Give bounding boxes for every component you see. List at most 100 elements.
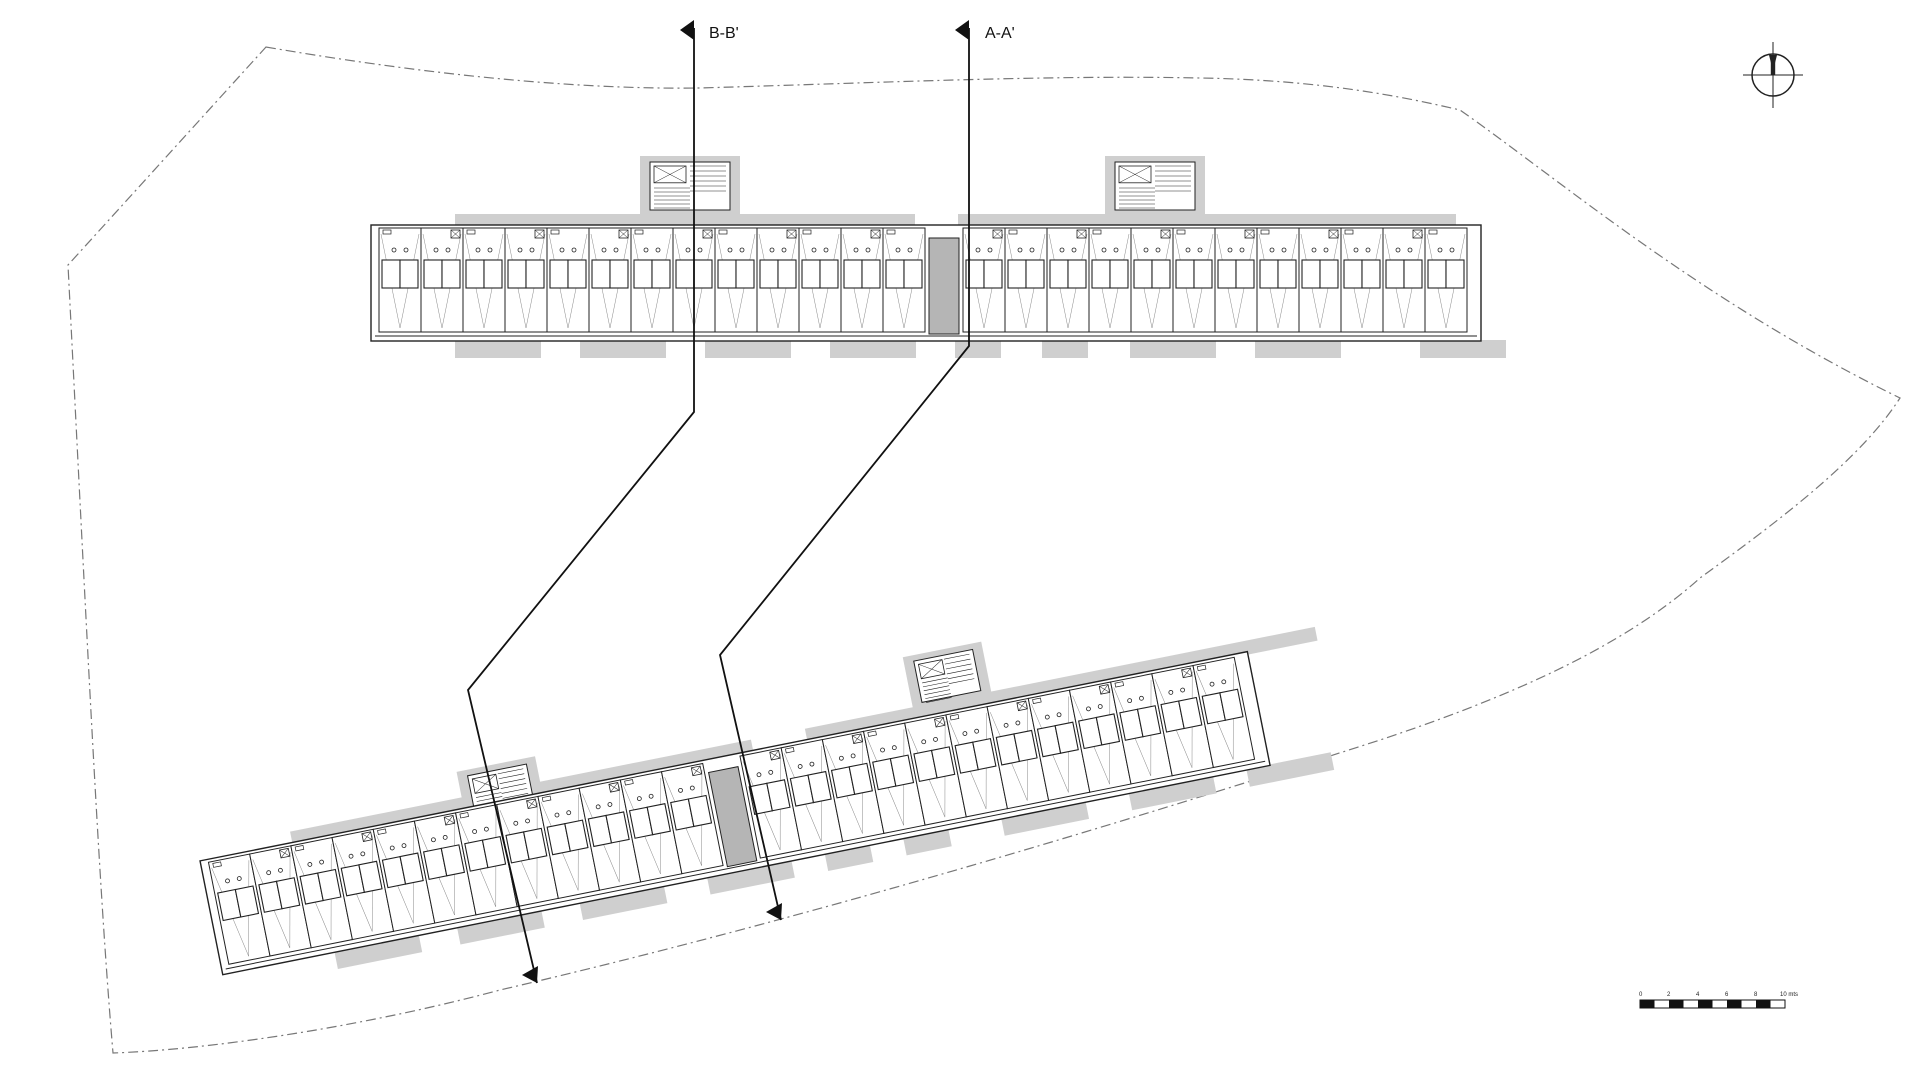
bed-right <box>525 259 545 289</box>
vent-fixture <box>634 229 644 235</box>
fixture-dot <box>1097 704 1103 709</box>
bed-right <box>1109 259 1129 289</box>
bed-right <box>1136 705 1162 738</box>
fixture-dot <box>431 837 436 843</box>
fixture-dot <box>1185 247 1191 253</box>
fixture-dot <box>1086 706 1091 712</box>
fixture-dot <box>559 247 565 253</box>
vent-fixture <box>1114 681 1124 688</box>
apartment-unit <box>1382 227 1426 333</box>
fixture-dot <box>655 247 661 253</box>
bed-left <box>423 259 443 289</box>
stair-step <box>500 783 527 789</box>
fixture-dot <box>1209 681 1215 687</box>
bed-right <box>1235 259 1255 289</box>
fixture-dot <box>225 878 230 884</box>
vent-fixture <box>382 229 392 235</box>
stair-step <box>497 768 524 775</box>
vent-fixture <box>459 812 469 819</box>
fixture-dot <box>727 247 733 253</box>
utility-box-cross <box>363 831 371 842</box>
fixture-dot <box>1353 247 1359 253</box>
fixture-dot <box>891 745 897 751</box>
stair-core <box>1105 156 1205 216</box>
apartment-unit <box>249 845 312 957</box>
corridor-edge <box>225 760 1266 970</box>
fixture-dot <box>1180 687 1186 693</box>
elevator-cross <box>921 659 943 679</box>
stair-step <box>945 663 972 670</box>
fixture-dot <box>1056 712 1062 718</box>
stair-step <box>947 673 974 680</box>
elevator-cross <box>653 165 687 184</box>
vent-fixture <box>785 747 795 754</box>
bed-left <box>1385 259 1405 289</box>
apartment-unit <box>578 779 642 891</box>
apartment-unit <box>1088 227 1132 333</box>
fixture-dot <box>442 834 448 840</box>
vent-fixture <box>1260 229 1270 235</box>
fixture-dot <box>278 867 283 873</box>
elevator-cross <box>1118 165 1152 184</box>
balcony-shade-bottom <box>1420 340 1506 358</box>
fixture-dot <box>880 747 885 753</box>
fixture-dot <box>895 247 901 253</box>
stair-step <box>925 693 951 699</box>
balcony-shade-bottom <box>579 885 668 920</box>
fixture-dot <box>850 753 856 759</box>
apartment-unit <box>1004 227 1048 333</box>
bed-right <box>1445 259 1465 289</box>
apartment-unit <box>798 227 842 333</box>
apartment-unit <box>413 812 477 924</box>
vent-fixture <box>377 828 387 835</box>
balcony-shade-bottom <box>705 340 791 358</box>
balcony-shade-bottom <box>955 340 1001 358</box>
apartment-unit <box>630 227 674 333</box>
fixture-dot <box>1029 247 1035 253</box>
bed-left <box>717 259 737 289</box>
section-line-a <box>719 20 970 921</box>
fixture-dot <box>1437 247 1443 253</box>
bed-left <box>549 259 569 289</box>
bed-right <box>651 259 671 289</box>
fixture-dot <box>1143 247 1149 253</box>
stair-step <box>499 778 526 784</box>
bed-right <box>807 770 832 804</box>
bed-left <box>1427 259 1447 289</box>
fixture-dot <box>987 247 993 253</box>
fixture-dot <box>307 862 313 867</box>
bed-right <box>567 259 587 289</box>
utility-box-cross <box>786 229 797 239</box>
apartment-unit <box>537 787 601 899</box>
site-boundary <box>67 46 1901 1054</box>
fixture-dot <box>962 731 968 736</box>
stair-step <box>501 788 528 794</box>
fixture-dot <box>1059 247 1065 253</box>
fixture-dot <box>1311 247 1317 253</box>
fixture-dot <box>809 761 815 767</box>
vent-fixture <box>1008 229 1018 235</box>
bed-left <box>1217 259 1237 289</box>
bed-right <box>1025 259 1045 289</box>
bed-left <box>1175 259 1195 289</box>
stair-step <box>926 697 952 703</box>
fixture-dot <box>756 772 762 778</box>
apartment-unit <box>904 714 967 826</box>
section-label-bb: B-B' <box>709 25 739 42</box>
bed-right <box>1095 713 1121 746</box>
balcony-shade-bottom <box>830 340 916 358</box>
bed-right <box>399 852 424 885</box>
scale-tick-6: 6 <box>1725 992 1729 998</box>
stair-step <box>502 792 529 799</box>
fixture-dot <box>1323 247 1329 253</box>
fixture-dot <box>403 247 409 253</box>
vent-fixture <box>294 844 305 852</box>
fixture-dot <box>636 796 642 801</box>
balcony-shade-bottom <box>1255 340 1341 358</box>
apartment-unit <box>756 227 800 333</box>
vent-fixture <box>867 730 877 737</box>
balcony-shade-bottom <box>706 860 795 895</box>
fixture-dot <box>1101 247 1107 253</box>
fixture-dot <box>472 829 478 834</box>
